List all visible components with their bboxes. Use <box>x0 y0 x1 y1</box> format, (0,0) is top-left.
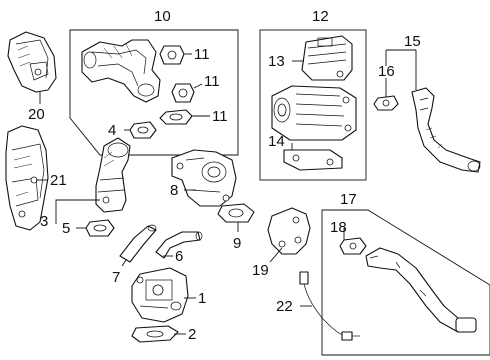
callout-15: 15 <box>404 33 421 50</box>
callout-11-c: 11 <box>212 108 228 125</box>
callout-4: 4 <box>108 122 116 139</box>
part-11-gasket-a <box>159 45 185 65</box>
callout-8: 8 <box>170 182 178 199</box>
part-7-hose <box>119 224 157 263</box>
callout-17: 17 <box>340 191 357 208</box>
callout-11-a: 11 <box>194 46 210 63</box>
part-16-gasket <box>373 95 399 111</box>
part-22-sensor <box>299 271 360 341</box>
callout-3: 3 <box>40 213 48 230</box>
callout-19: 19 <box>252 262 269 279</box>
part-5-gasket <box>85 219 115 237</box>
part-11-gasket-b <box>171 83 195 103</box>
callout-10: 10 <box>154 8 171 25</box>
part-10-manifold <box>81 39 161 103</box>
callout-9: 9 <box>233 235 241 252</box>
part-11-gasket-c <box>159 109 193 125</box>
group-box-12 <box>259 29 367 181</box>
group-box-17 <box>321 209 490 356</box>
part-2-gasket <box>131 325 179 343</box>
part-14-cooler-mount <box>283 149 343 171</box>
callout-18: 18 <box>330 219 347 236</box>
callout-20: 20 <box>28 106 45 123</box>
callout-6: 6 <box>175 248 183 265</box>
callout-11-b: 11 <box>204 73 220 90</box>
callout-16: 16 <box>378 63 395 80</box>
callout-21: 21 <box>50 172 67 189</box>
part-17-egr-pipe <box>365 247 477 333</box>
callout-5: 5 <box>62 220 70 237</box>
callout-22: 22 <box>276 298 293 315</box>
callout-13: 13 <box>268 53 285 70</box>
callout-1: 1 <box>198 290 206 307</box>
part-4-gasket <box>129 121 157 139</box>
callout-12: 12 <box>312 8 329 25</box>
part-6-hose <box>155 231 203 259</box>
part-19-bracket <box>267 207 311 255</box>
callout-2: 2 <box>188 326 196 343</box>
group-box-10 <box>69 29 239 156</box>
part-12-egr-cooler <box>271 85 357 141</box>
part-21-heat-shield <box>5 125 49 231</box>
callout-7: 7 <box>112 269 120 286</box>
part-9-gasket <box>217 203 255 223</box>
callout-14: 14 <box>268 133 285 150</box>
part-18-gasket <box>339 237 367 255</box>
part-15-egr-tube <box>411 87 481 173</box>
part-1-valve-body <box>131 267 189 323</box>
part-3-catalytic-converter <box>95 137 131 213</box>
part-13-cooler-bracket <box>301 35 353 81</box>
part-8-egr-valve <box>171 149 237 207</box>
part-20-heat-shield <box>7 31 57 93</box>
